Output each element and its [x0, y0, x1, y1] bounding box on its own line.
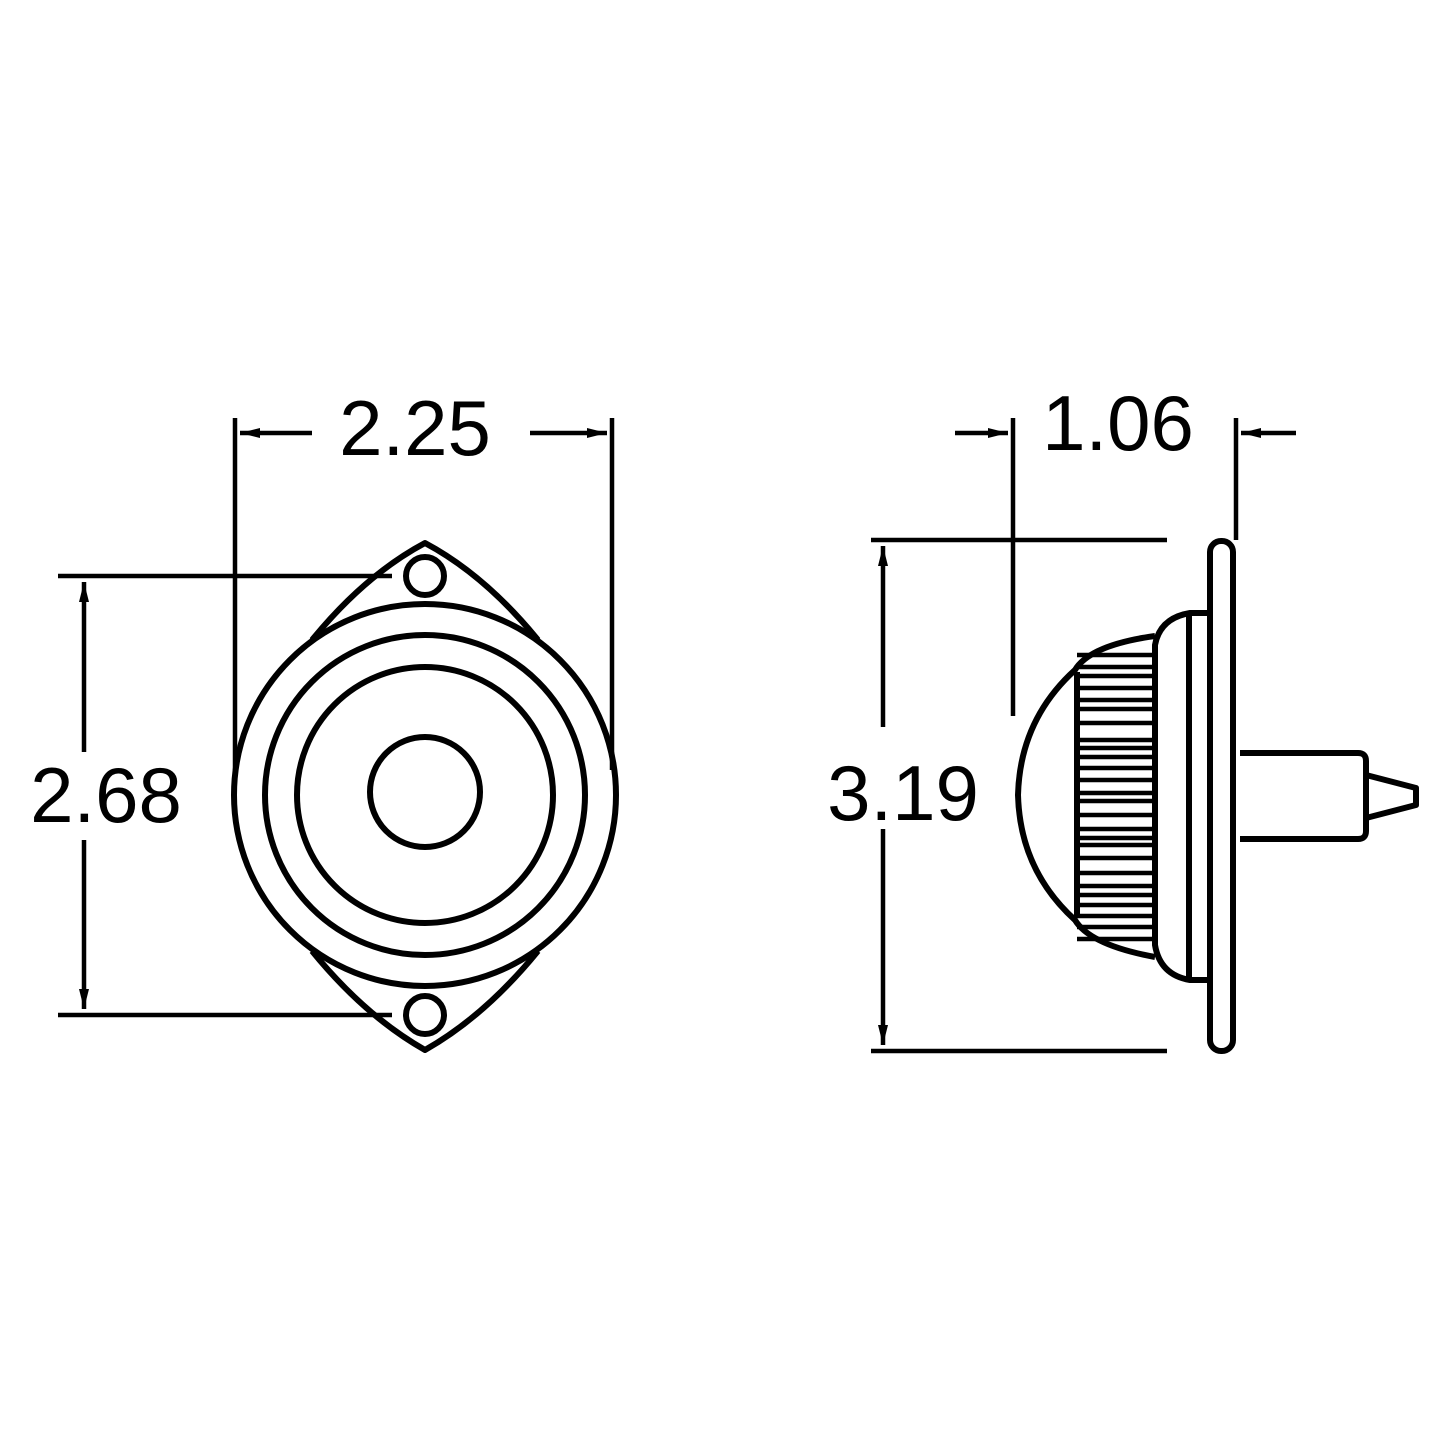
bezel-icon [1152, 610, 1209, 983]
side-view: 1.06 3.19 [827, 379, 1419, 1054]
hole-spacing-dimension: 2.68 [30, 573, 392, 1018]
center-lens-icon [367, 734, 483, 850]
mounting-plate-icon [1207, 538, 1236, 1054]
width-label: 2.25 [339, 384, 491, 472]
top-bolt-hole-icon [403, 554, 447, 598]
depth-label: 1.06 [1042, 379, 1194, 467]
connector-plug-icon [1240, 750, 1369, 842]
dome-lens-icon [1015, 633, 1156, 960]
hole-spacing-label: 2.68 [30, 751, 182, 839]
depth-dimension: 1.06 [955, 379, 1296, 716]
outer-lens-ring-icon [231, 601, 619, 989]
inner-ring-icon [294, 664, 556, 926]
height-label: 3.19 [827, 749, 979, 837]
middle-ring-icon [262, 632, 588, 958]
connector-tip-icon [1365, 772, 1419, 821]
front-view: 2.25 2.68 [30, 384, 619, 1053]
width-dimension: 2.25 [232, 384, 615, 770]
flange-top-icon [309, 540, 541, 642]
height-dimension: 3.19 [827, 537, 1167, 1054]
bottom-bolt-hole-icon [403, 993, 447, 1037]
ribbed-section-icon [1074, 652, 1155, 942]
flange-bottom-icon [309, 949, 541, 1053]
